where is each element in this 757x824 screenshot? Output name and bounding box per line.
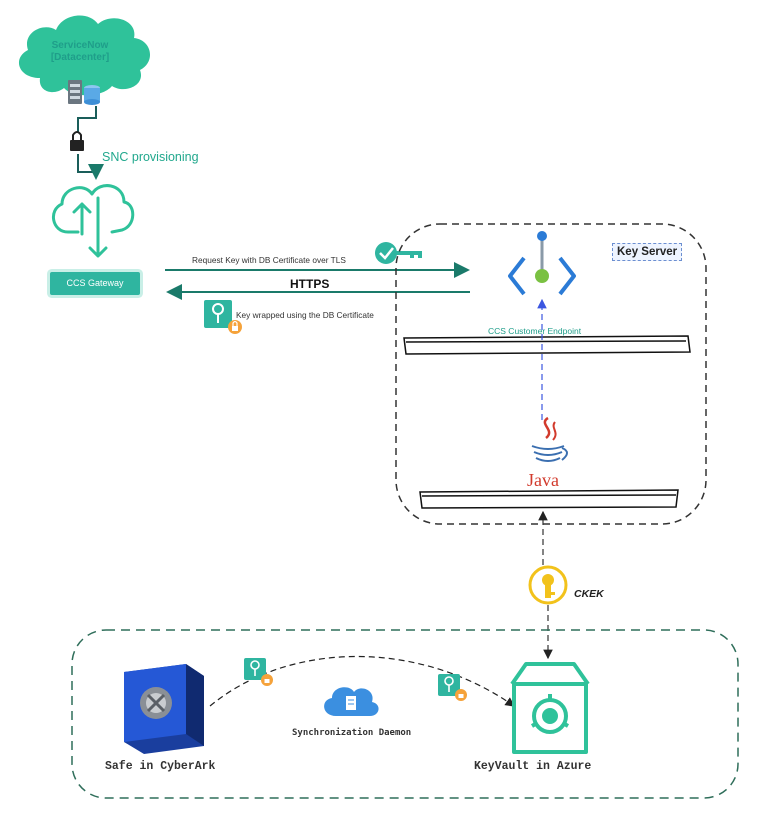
ccs-gateway-box: CCS Gateway xyxy=(50,272,140,295)
safe-cyberark-label: Safe in CyberArk xyxy=(105,760,216,773)
https-label: HTTPS xyxy=(290,277,330,291)
key-server-region xyxy=(395,223,707,525)
snc-provisioning-label: SNC provisioning xyxy=(102,150,199,164)
sync-daemon-icon xyxy=(324,687,379,716)
key-badge-icon xyxy=(204,300,242,334)
ckek-key-icon xyxy=(528,565,568,605)
vault-safe-icon xyxy=(124,664,204,754)
ckek-label: CKEK xyxy=(574,588,604,600)
cloud-upload-icon xyxy=(52,184,135,258)
ccs-customer-endpoint-label: CCS Customer Endpoint xyxy=(488,326,582,336)
key-server-label: Key Server xyxy=(612,243,683,261)
server-database-icon xyxy=(68,80,100,105)
cloud-title: ServiceNow xyxy=(51,40,109,51)
java-label: Java xyxy=(527,470,559,490)
azure-endpoint-icon xyxy=(508,231,576,296)
cloud-subtitle: [Datacenter] xyxy=(50,52,110,63)
servicenow-cloud xyxy=(18,15,151,96)
java-bar xyxy=(419,489,679,509)
keyvault-azure-label: KeyVault in Azure xyxy=(474,760,592,773)
key-badge-icon xyxy=(244,658,273,686)
key-wrapped-label: Key wrapped using the DB Certificate xyxy=(236,310,374,320)
keyvault-icon xyxy=(510,662,590,754)
storage-region xyxy=(71,629,739,799)
sync-daemon-label: Synchronization Daemon xyxy=(292,728,412,738)
request-key-label: Request Key with DB Certificate over TLS xyxy=(192,255,346,265)
key-badge-icon xyxy=(438,674,467,701)
certificate-check-icon xyxy=(375,242,422,264)
lock-connector-icon xyxy=(70,131,84,151)
java-logo-icon xyxy=(531,416,568,462)
endpoint-bar xyxy=(403,335,691,355)
